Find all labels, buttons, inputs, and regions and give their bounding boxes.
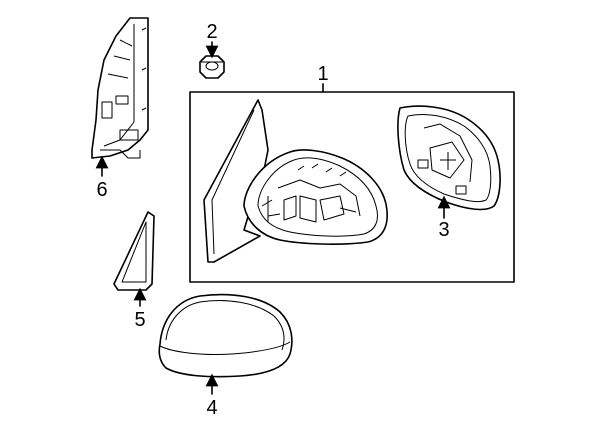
callout-label-5: 5	[134, 309, 145, 331]
mirror-assembly-part	[203, 99, 388, 263]
callout-label-4: 4	[206, 397, 217, 419]
callout-label-2: 2	[206, 21, 217, 43]
corner-cover-part	[113, 211, 155, 291]
nut-part	[199, 55, 225, 79]
assembly-box	[189, 91, 515, 283]
callout-label-6: 6	[96, 179, 107, 201]
callout-label-3: 3	[438, 219, 449, 241]
mirror-cover-part	[158, 293, 293, 378]
sail-bracket-part	[91, 17, 149, 159]
mirror-glass-part	[397, 105, 501, 211]
callout-label-1: 1	[317, 63, 328, 85]
